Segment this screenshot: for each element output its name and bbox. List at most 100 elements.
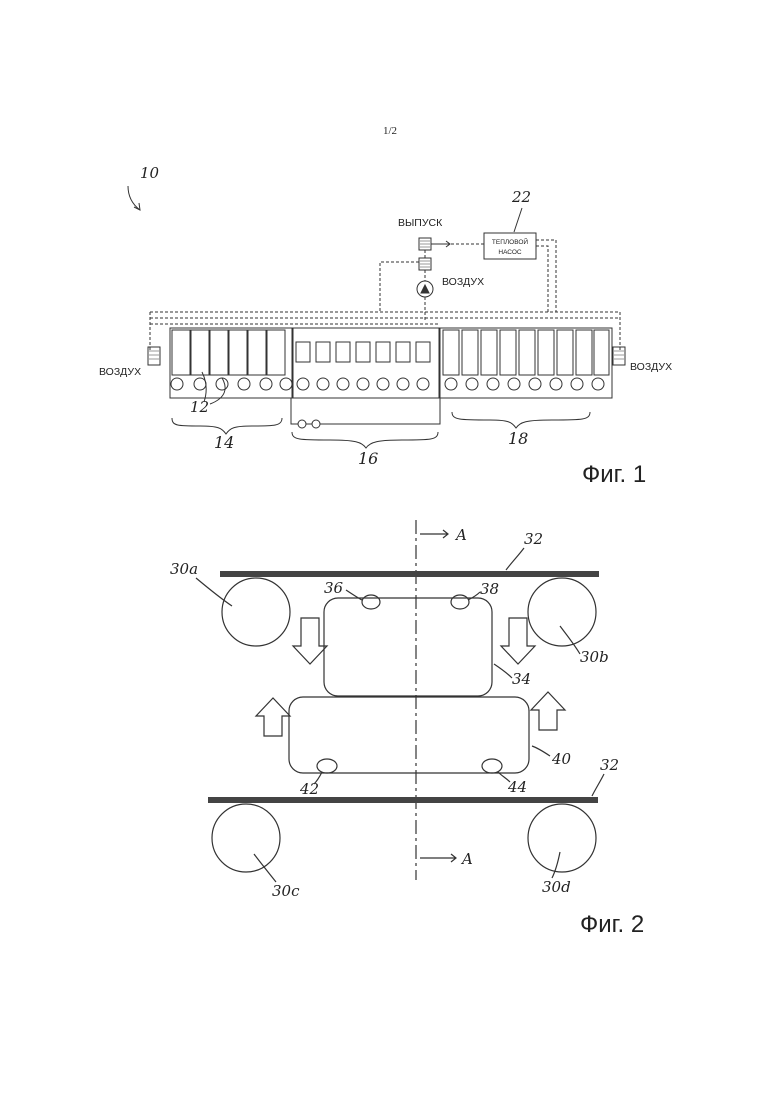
ref-upper-box: 34 — [512, 670, 531, 688]
fan-row-14 — [171, 378, 292, 390]
main-fan-icon-triangle — [421, 285, 429, 293]
dryer-module — [248, 330, 266, 375]
roll-30a — [222, 578, 290, 646]
page-number: 1/2 — [383, 125, 397, 137]
dryer-section-18 — [440, 328, 612, 398]
heat-pump-label-line1: ТЕПЛОВОЙ — [492, 237, 528, 246]
exhaust-label: ВЫПУСК — [398, 217, 443, 229]
fan-icon — [445, 378, 457, 390]
airflow-up-arrow-right — [531, 692, 565, 730]
exchanger-module — [376, 342, 390, 362]
nozzle-42 — [317, 759, 337, 773]
dryer-module — [229, 330, 247, 375]
dryer-module — [462, 330, 478, 375]
coolant-loop — [291, 398, 440, 424]
exchanger-module — [336, 342, 350, 362]
fan-icon — [194, 378, 206, 390]
duct-lines — [150, 240, 620, 352]
fan-icon — [260, 378, 272, 390]
dryer-module — [443, 330, 459, 375]
lower-air-box — [289, 697, 529, 773]
ref-belt-top-leader — [506, 548, 524, 570]
dryer-module — [191, 330, 209, 375]
fan-icon — [171, 378, 183, 390]
ref-roll-30a: 30a — [170, 560, 198, 578]
ref-nozzle-44: 44 — [507, 778, 527, 796]
fan-icon — [417, 378, 429, 390]
air-left-label: ВОЗДУХ — [99, 366, 141, 378]
fan-icon — [529, 378, 541, 390]
right-air-filter — [613, 347, 625, 365]
ref-roll-30a-leader — [196, 578, 232, 606]
fan-icon — [466, 378, 478, 390]
ref-system-arrow — [128, 186, 140, 210]
left-air-filter-hatch — [149, 351, 159, 359]
figure-1: 10 22 ТЕПЛОВОЙ НАСОС ВЫПУСК ВОЗДУХ — [99, 164, 672, 488]
dryer-module — [210, 330, 228, 375]
heat-exchanger-section-16 — [293, 328, 439, 398]
fan-row-18 — [445, 378, 604, 390]
section-arrow-top — [420, 530, 448, 538]
air-intake-filter-hatch — [420, 261, 430, 267]
ref-lower-box: 40 — [551, 750, 572, 768]
nozzle-44 — [482, 759, 502, 773]
fan-icon — [280, 378, 292, 390]
exchanger-module — [316, 342, 330, 362]
air-right-label: ВОЗДУХ — [630, 361, 672, 373]
brace-16 — [292, 432, 438, 448]
ref-nozzle-42: 42 — [299, 780, 319, 798]
ref-roll-30d-leader — [552, 852, 560, 878]
dryer-module — [500, 330, 516, 375]
ref-belt-top: 32 — [524, 530, 543, 548]
exhaust-filter-hatch — [420, 241, 430, 247]
exchanger-module — [416, 342, 430, 362]
fan-icon — [550, 378, 562, 390]
ref-unit-12: 12 — [190, 398, 209, 416]
fan-icon — [487, 378, 499, 390]
air-intake-top-label: ВОЗДУХ — [442, 276, 484, 288]
ref-section-18: 18 — [508, 429, 528, 448]
ref-upper-box-leader — [494, 664, 512, 678]
section-label-bottom: A — [460, 850, 473, 868]
dryer-module — [594, 330, 609, 375]
fan-icon — [397, 378, 409, 390]
ref-roll-30b: 30b — [580, 648, 609, 666]
fan-icon — [357, 378, 369, 390]
ref-system-10: 10 — [140, 164, 160, 182]
ref-nozzle-38: 38 — [480, 580, 499, 598]
figure-2-caption: Фиг. 2 — [580, 911, 644, 938]
ref-roll-30c: 30c — [272, 882, 300, 900]
ref-nozzle-38-leader — [468, 592, 480, 600]
brace-18 — [452, 412, 590, 428]
fan-icon — [571, 378, 583, 390]
ref-heat-pump-leader — [514, 208, 522, 232]
airflow-down-arrow-left — [293, 618, 327, 664]
ref-nozzle-36: 36 — [324, 579, 344, 597]
nozzle-36 — [362, 595, 380, 609]
roll-30c — [212, 804, 280, 872]
figure-1-caption: Фиг. 1 — [582, 461, 646, 488]
pump-icon — [298, 420, 306, 428]
nozzle-38 — [451, 595, 469, 609]
roll-30d — [528, 804, 596, 872]
figure-2: A A 32 32 30a 30b 30c 30d 36 38 34 42 — [170, 520, 644, 938]
fan-icon — [297, 378, 309, 390]
dryer-module — [538, 330, 554, 375]
dryer-module — [576, 330, 592, 375]
fan-icon — [216, 378, 228, 390]
dryer-module — [267, 330, 285, 375]
heat-pump-label-line2: НАСОС — [498, 249, 521, 256]
fan-icon — [317, 378, 329, 390]
dryer-module — [172, 330, 190, 375]
upper-air-box — [324, 598, 492, 696]
dryer-module — [519, 330, 535, 375]
ref-roll-30b-leader — [560, 626, 580, 654]
exchanger-module — [396, 342, 410, 362]
ref-section-16: 16 — [358, 449, 378, 468]
fan-icon — [377, 378, 389, 390]
fan-icon — [238, 378, 250, 390]
right-air-filter-hatch — [614, 351, 624, 359]
dryer-module — [481, 330, 497, 375]
ref-heat-pump-22: 22 — [511, 188, 531, 206]
